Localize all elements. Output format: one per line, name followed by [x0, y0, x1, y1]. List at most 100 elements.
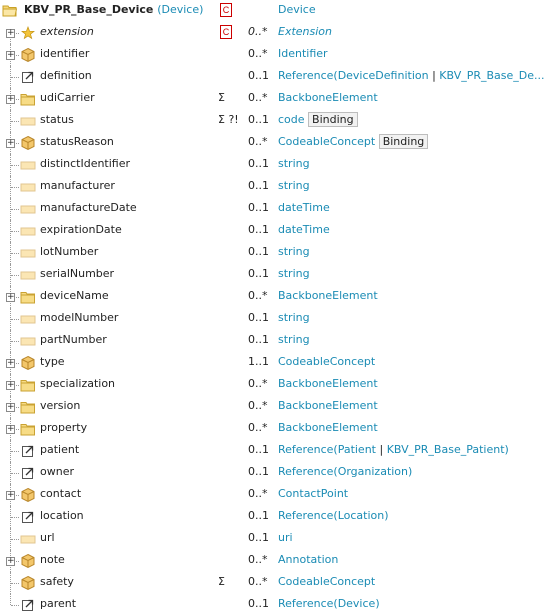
type-link[interactable]: Reference(	[278, 509, 338, 522]
type-link[interactable]: )	[384, 509, 389, 522]
type-link[interactable]: CodeableConcept	[278, 135, 376, 148]
type-link[interactable]: ContactPoint	[278, 487, 349, 500]
type-link[interactable]: uri	[278, 531, 293, 544]
type-link[interactable]: string	[278, 267, 310, 280]
tree-root-row[interactable]: KBV_PR_Base_Device (Device) C Device	[0, 0, 554, 22]
expand-toggle[interactable]: +	[6, 28, 15, 38]
primitive-element-icon	[20, 333, 36, 349]
expand-toggle[interactable]: +	[6, 380, 15, 390]
datatype-cube-icon	[20, 487, 36, 503]
cardinality: 0..1	[248, 245, 269, 258]
cardinality: 0..*	[248, 421, 268, 434]
cardinality: 0..*	[248, 399, 268, 412]
binding-button[interactable]: Binding	[308, 112, 358, 127]
expand-toggle[interactable]: +	[6, 50, 15, 60]
type-link[interactable]: BackboneElement	[278, 377, 378, 390]
type-link[interactable]: Reference(	[278, 69, 338, 82]
type-link[interactable]: Extension	[278, 25, 333, 38]
type-link[interactable]: string	[278, 311, 310, 324]
type-link[interactable]: string	[278, 333, 310, 346]
type-link[interactable]: code	[278, 113, 305, 126]
expand-toggle[interactable]: +	[6, 138, 15, 148]
expand-toggle[interactable]: +	[6, 556, 15, 566]
type-link[interactable]: DeviceDefinition	[337, 69, 429, 82]
type-link[interactable]: dateTime	[278, 223, 330, 236]
type-link[interactable]: Reference(	[278, 465, 338, 478]
type-link[interactable]: string	[278, 245, 310, 258]
expand-toggle[interactable]: +	[6, 402, 15, 412]
tree-branch-line	[11, 539, 19, 540]
type-link[interactable]: CodeableConcept	[278, 575, 376, 588]
expand-toggle[interactable]: +	[6, 94, 15, 104]
type-link[interactable]: Annotation	[278, 553, 339, 566]
tree-guide-line	[10, 198, 11, 220]
root-type-link[interactable]: Device	[278, 3, 316, 16]
type-link[interactable]: Reference(	[278, 597, 338, 610]
tree-guide-line	[10, 154, 11, 176]
type-link[interactable]: BackboneElement	[278, 289, 378, 302]
primitive-element-icon	[20, 201, 36, 217]
type-link[interactable]: KBV_PR_Base_Patient	[386, 443, 505, 456]
type-link[interactable]: )	[504, 443, 509, 456]
reference-link-icon	[20, 443, 36, 459]
type-link[interactable]: string	[278, 157, 310, 170]
constraint-badge: C	[220, 25, 232, 39]
type-link[interactable]: Reference(	[278, 443, 338, 456]
type-link[interactable]: string	[278, 179, 310, 192]
expand-toggle[interactable]: +	[6, 490, 15, 500]
type-link[interactable]: BackboneElement	[278, 91, 378, 104]
expand-toggle[interactable]: +	[6, 358, 15, 368]
element-name: definition	[40, 69, 92, 82]
type-link[interactable]: CodeableConcept	[278, 355, 376, 368]
type-link[interactable]: KBV_PR_Base_De...	[439, 69, 545, 82]
tree-branch-line	[11, 187, 19, 188]
type-link[interactable]: Location	[337, 509, 385, 522]
cardinality: 0..1	[248, 333, 269, 346]
type-link[interactable]: )	[375, 597, 380, 610]
type-link[interactable]: BackboneElement	[278, 421, 378, 434]
type-link[interactable]: Device	[337, 597, 376, 610]
binding-button[interactable]: Binding	[378, 134, 429, 149]
type-link[interactable]: BackboneElement	[278, 399, 378, 412]
expand-toggle[interactable]: +	[6, 424, 15, 434]
expand-toggle[interactable]: +	[6, 292, 15, 302]
type-link[interactable]: Identifier	[278, 47, 328, 60]
type-link[interactable]: dateTime	[278, 201, 330, 214]
element-type: string	[278, 245, 310, 258]
tree-branch-line	[11, 143, 19, 144]
root-base-link[interactable]: (Device)	[157, 3, 204, 16]
element-type: Reference(DeviceDefinition | KBV_PR_Base…	[278, 69, 545, 82]
type-link[interactable]: Patient	[337, 443, 376, 456]
type-link[interactable]: Organization	[337, 465, 409, 478]
type-link[interactable]: )	[408, 465, 413, 478]
element-type: Identifier	[278, 47, 328, 60]
